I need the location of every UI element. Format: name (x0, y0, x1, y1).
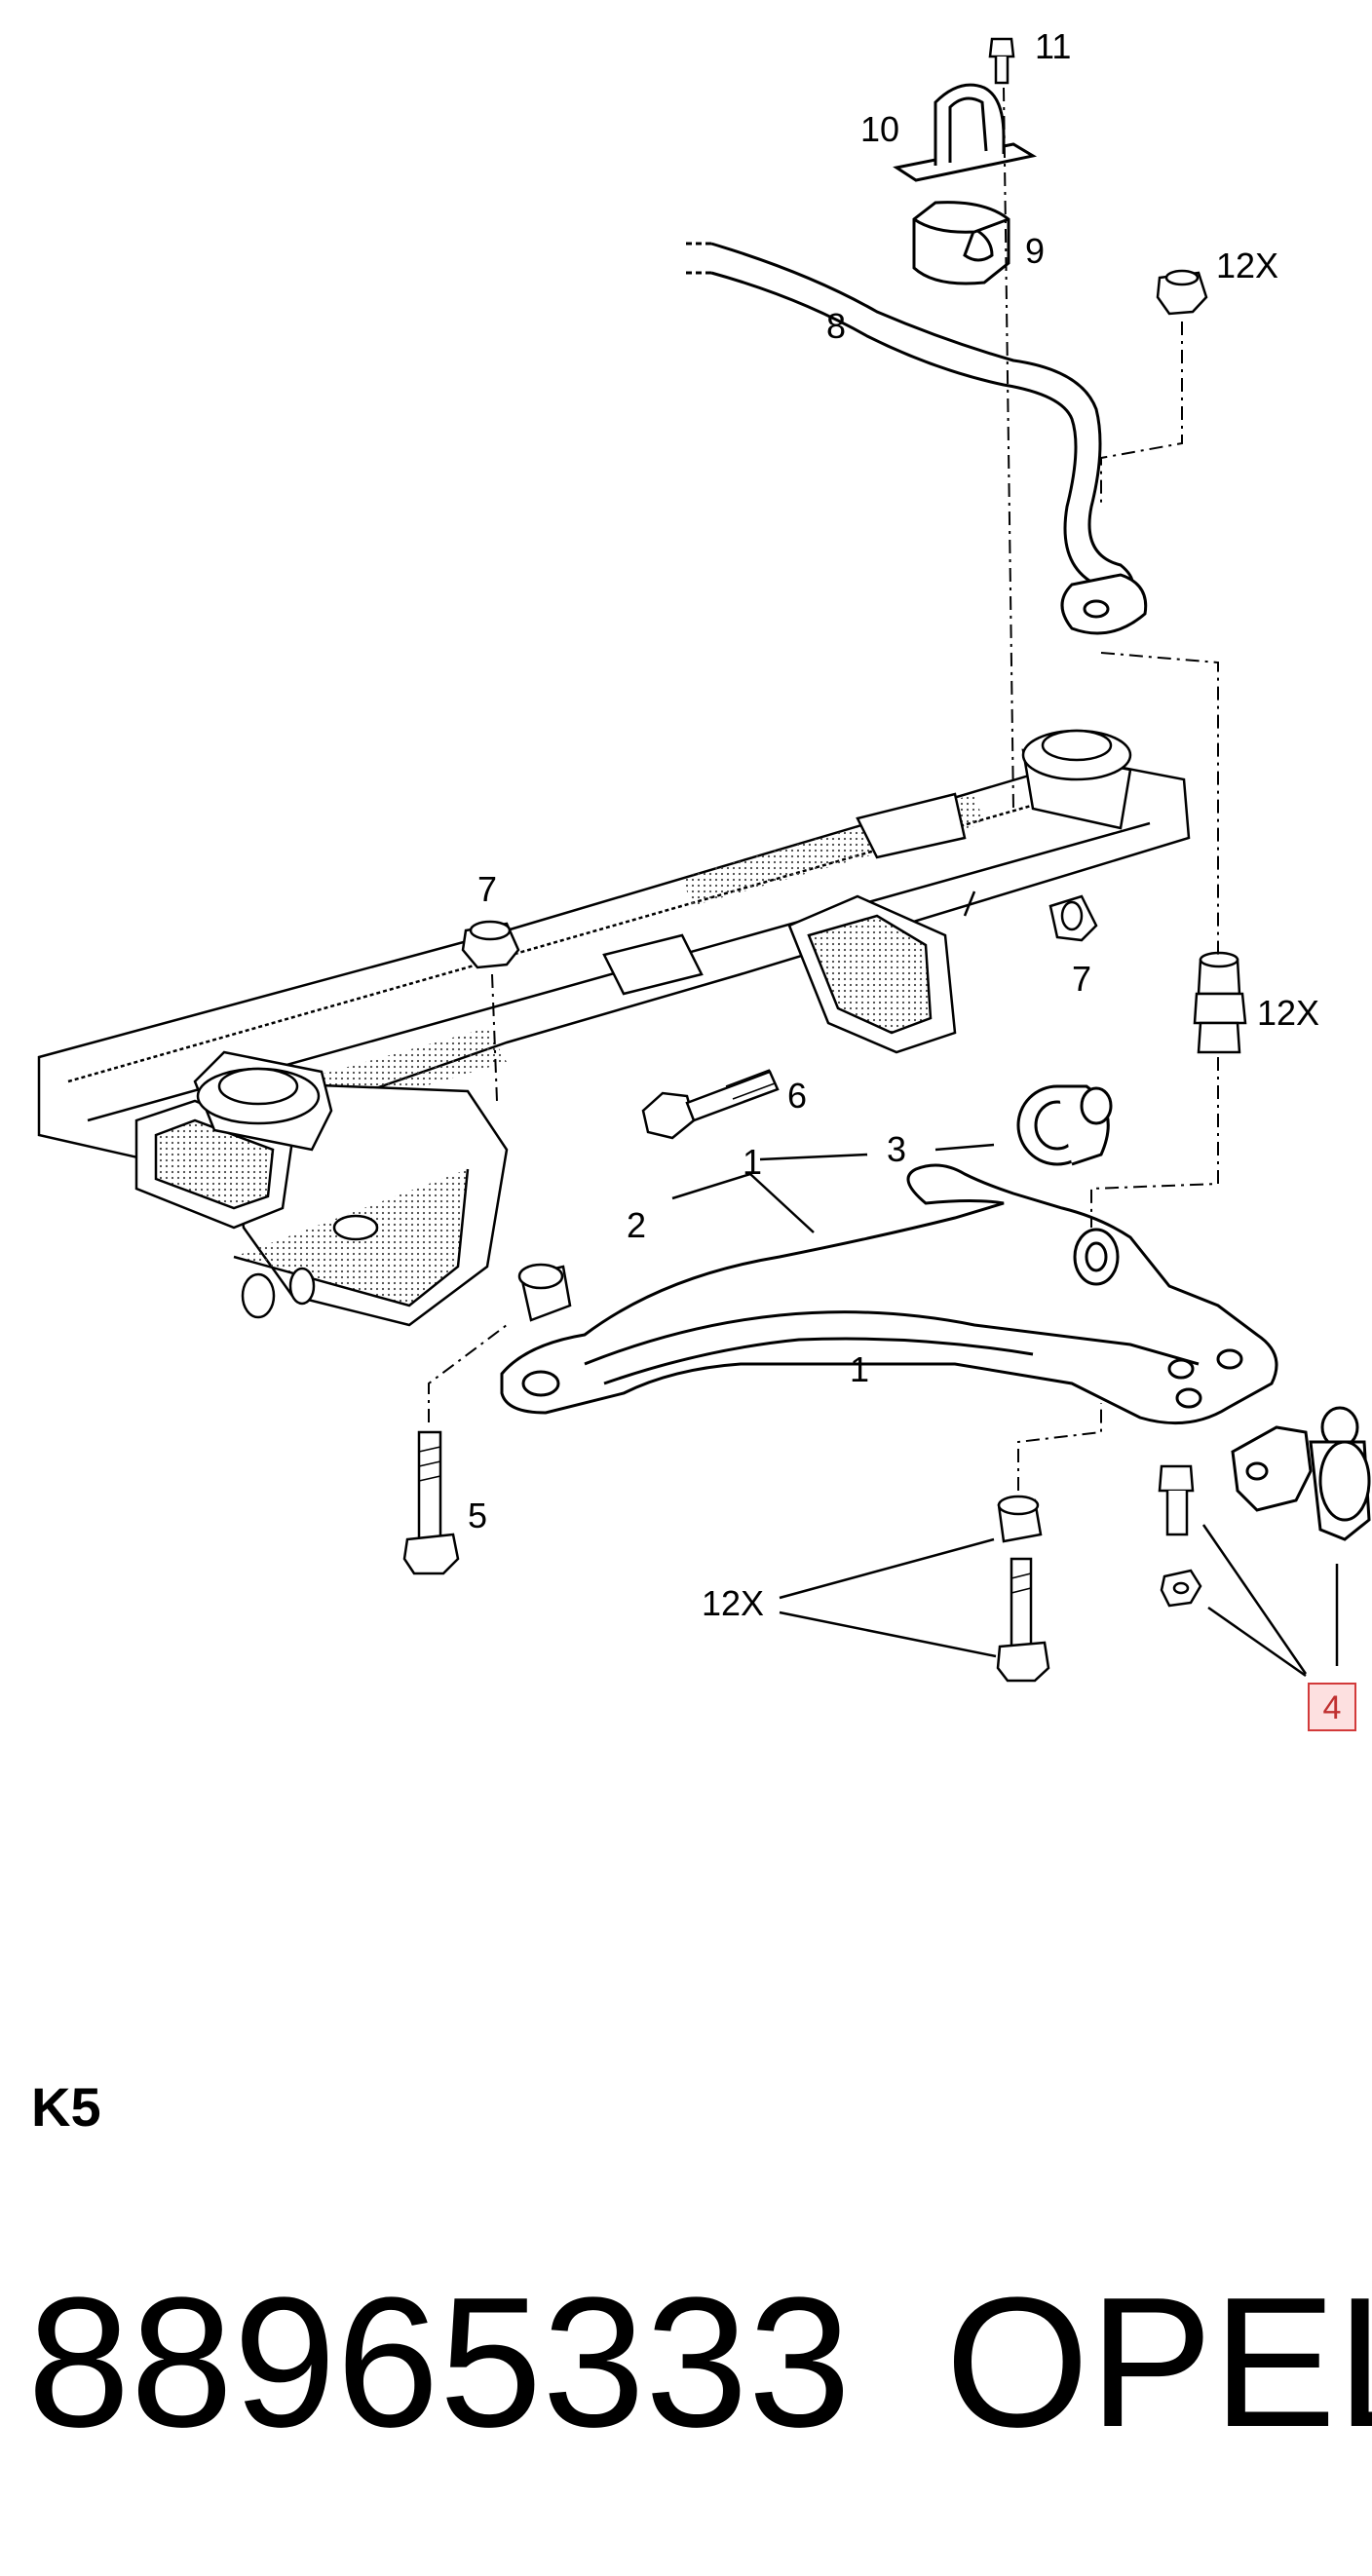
ball-joint (1231, 1406, 1371, 1541)
label-6: 6 (787, 1076, 807, 1116)
label-11: 11 (1035, 26, 1071, 66)
label-1-lower: 1 (850, 1349, 869, 1389)
front-bushing (517, 1263, 572, 1322)
label-8: 8 (826, 306, 846, 346)
label-2: 2 (627, 1205, 646, 1245)
label-12x-bottom: 12X (702, 1583, 764, 1623)
label-5: 5 (468, 1496, 487, 1535)
part-labels: 11 10 9 12X 8 7 7 12X 6 1 3 2 1 5 12X (468, 26, 1319, 1623)
part-number: 88965333 (27, 2259, 852, 2466)
lower-control-arm (500, 1163, 1278, 1425)
ball-joint-nut (1160, 1569, 1202, 1608)
stabilizer-bar (682, 242, 1148, 635)
label-3: 3 (887, 1129, 906, 1169)
label-1-upper: 1 (743, 1142, 762, 1182)
rear-bushing (1016, 1084, 1113, 1166)
link-nut (1156, 269, 1208, 316)
pivot-bolt (641, 1069, 780, 1140)
callout-4[interactable]: 4 (1308, 1683, 1356, 1731)
rear-mount-bolt (996, 1495, 1050, 1683)
stabilizer-link-bushing (1193, 951, 1247, 1054)
label-10: 10 (860, 109, 899, 149)
bushing-clamp (893, 83, 1038, 182)
brand-name: OPEL (945, 2259, 1372, 2466)
leader-lines (671, 890, 1339, 1678)
assembly-lines (428, 87, 1219, 1491)
stabilizer-bushing (912, 201, 1010, 285)
label-7-right: 7 (1072, 959, 1091, 999)
label-12x-mid: 12X (1257, 993, 1319, 1033)
section-code: K5 (31, 2076, 101, 2138)
mount-nut-right (1048, 894, 1098, 942)
mount-nut-left (461, 920, 520, 969)
front-mount-bolt (402, 1430, 460, 1575)
label-7-left: 7 (477, 869, 497, 909)
subframe-crossmember (37, 729, 1191, 1327)
label-12x-top: 12X (1216, 246, 1278, 285)
label-4[interactable]: 4 (1323, 1689, 1342, 1726)
clamp-bolt (988, 37, 1015, 85)
callout-4-box[interactable] (1308, 1683, 1356, 1731)
ball-joint-bolt (1158, 1464, 1195, 1536)
label-9: 9 (1025, 231, 1045, 271)
